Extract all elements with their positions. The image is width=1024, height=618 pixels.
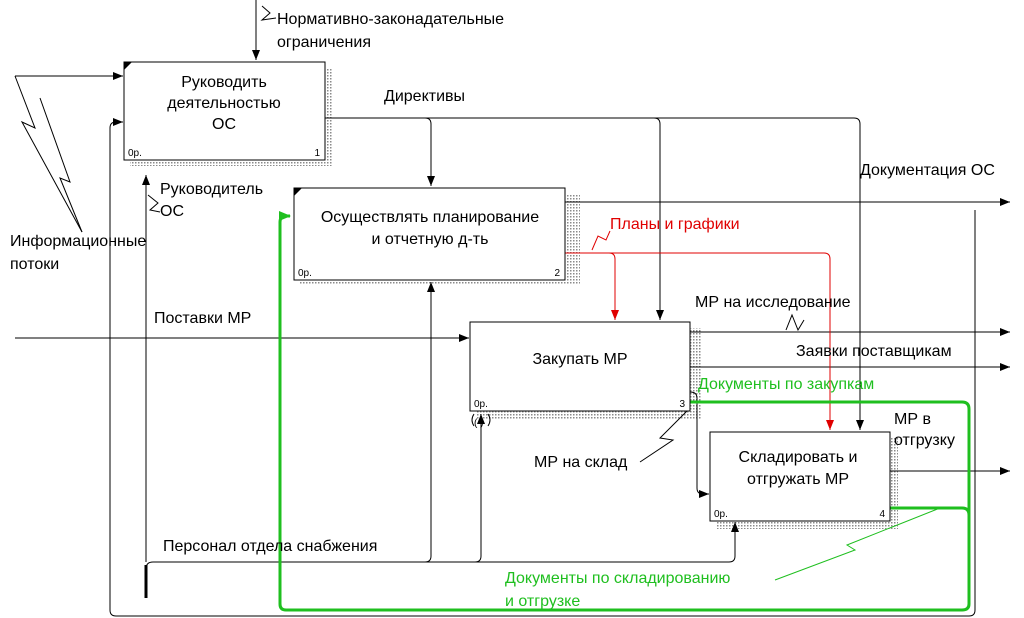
label-plans: Планы и графики	[610, 216, 740, 233]
arrow-personnel-box3	[474, 414, 485, 563]
arrow-storage-docs	[890, 506, 971, 516]
box-4-line-1: Складировать и	[739, 449, 858, 466]
leader-plans	[591, 230, 611, 251]
box-2-ref: 0р.	[298, 268, 312, 279]
tunnel-right	[487, 413, 491, 427]
leader-manager	[147, 194, 161, 213]
activity-box-3[interactable]: Закупать МР 0р. 3	[469, 321, 691, 412]
box-4-line-2: отгружать МР	[747, 471, 849, 488]
activity-box-2[interactable]: Осуществлять планирование и отчетную д-т…	[293, 187, 566, 281]
leader-storage-docs	[774, 507, 941, 581]
green-arrows	[278, 211, 971, 612]
label-supplier-requests: Заявки поставщикам	[796, 343, 952, 360]
label-supplies: Поставки МР	[154, 310, 251, 327]
leader-mr-warehouse	[639, 407, 691, 463]
label-mr-research: МР на исследование	[695, 294, 851, 311]
box-2-line-2: и отчетную д-ть	[372, 231, 489, 248]
box-2-line-1: Осуществлять планирование	[321, 209, 539, 226]
arrow-mr-warehouse	[689, 391, 709, 498]
label-normative-2: ограничения	[277, 34, 371, 51]
label-directives: Директивы	[384, 88, 465, 105]
red-arrows	[565, 230, 834, 430]
box-3-ref: 0р.	[474, 399, 488, 410]
box-3-number: 3	[679, 399, 685, 410]
label-storage-docs-1: Документы по складированию	[505, 570, 730, 587]
box-1-ref: 0р.	[128, 148, 142, 159]
box-2-number: 2	[554, 268, 560, 279]
label-tunnel: ( )	[474, 418, 483, 429]
tunnel-left	[471, 413, 475, 427]
activity-box-4[interactable]: Складировать и отгружать МР 0р. 4	[709, 431, 891, 522]
label-personnel: Персонал отдела снабжения	[163, 538, 377, 555]
leader-lines	[14, 5, 805, 463]
label-manager-2: ОС	[160, 203, 184, 220]
label-mr-shipment-1: МР в	[894, 411, 931, 428]
box-1-line-1: Руководить	[181, 74, 267, 91]
arrow-plans-4	[609, 252, 834, 430]
box-1-line-3: ОС	[212, 116, 236, 133]
arrow-purchase-docs	[278, 211, 971, 612]
label-manager-1: Руководитель	[160, 181, 263, 198]
arrow-labels: Нормативно-законадательные ограничения Д…	[10, 11, 995, 610]
label-storage-docs-2: и отгрузке	[505, 593, 580, 610]
label-documentation: Документация ОС	[860, 162, 995, 179]
label-mr-shipment-2: отгрузку	[894, 432, 955, 449]
black-arrows	[15, 0, 1010, 617]
leader-mr-research	[785, 313, 805, 332]
arrow-directives	[325, 117, 435, 186]
box-1-number: 1	[314, 148, 320, 159]
label-purchase-docs: Документы по закупкам	[698, 376, 874, 393]
leader-normative	[260, 5, 277, 21]
label-mr-warehouse: МР на склад	[534, 454, 628, 471]
arrow-directives-4	[654, 117, 864, 430]
arrow-personnel-box2	[424, 282, 435, 563]
box-3-line-1: Закупать МР	[532, 351, 627, 368]
label-info-flows-2: потоки	[10, 256, 59, 273]
label-info-flows-1: Информационные	[10, 233, 146, 250]
box-1-line-2: деятельностью	[167, 95, 280, 112]
label-normative-1: Нормативно-законадательные	[277, 11, 504, 28]
arrow-feedback-outer	[109, 118, 976, 617]
leader-info-flows	[14, 75, 83, 233]
leader-info-flows-2	[39, 97, 83, 233]
box-4-ref: 0р.	[714, 509, 728, 520]
activity-box-1[interactable]: Руководить деятельностью ОС 0р. 1	[123, 61, 326, 161]
box-4-number: 4	[879, 509, 885, 520]
